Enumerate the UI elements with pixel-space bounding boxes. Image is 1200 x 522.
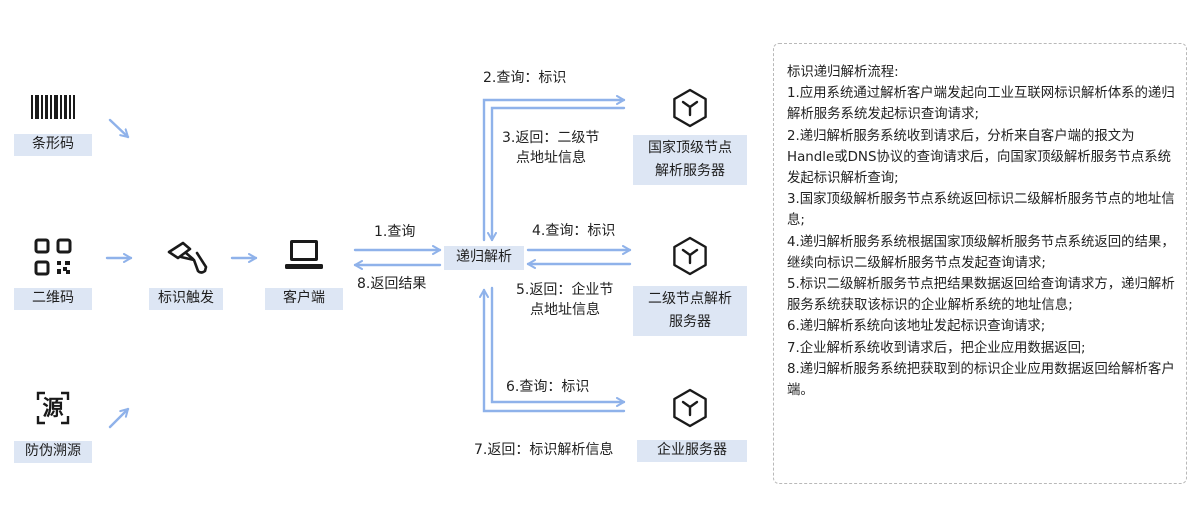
national-top-node-label: 国家顶级节点 解析服务器 [633, 135, 747, 185]
arrow-step2 [482, 95, 626, 242]
arrow-trace-to-trigger [108, 407, 130, 429]
arrow-step3 [487, 106, 626, 242]
edge-label-step6: 6.查询：标识 [506, 379, 590, 395]
scanner-icon [167, 241, 208, 274]
barcode-icon [31, 95, 75, 119]
trigger-label: 标识触发 [149, 288, 223, 310]
secondary-node-label: 二级节点解析 服务器 [633, 286, 747, 336]
enterprise-server-label: 企业服务器 [637, 440, 747, 462]
process-step-6: 6.递归解析系统向该地址发起标识查询请求; [787, 319, 1046, 335]
edge-label-step8: 8.返回结果 [357, 276, 427, 292]
process-step-8: 8.递归解析服务系统把获取到的标识企业应用数据返回给解析客户端。 [787, 361, 1175, 399]
edge-label-step3: 3.返回：二级节 点地址信息 [502, 128, 599, 168]
process-step-7: 7.企业解析系统收到请求后，把企业应用数据返回; [787, 340, 1086, 356]
edge-label-step2: 2.查询：标识 [483, 70, 567, 86]
laptop-icon [285, 240, 323, 269]
client-label: 客户端 [265, 288, 343, 310]
edge-label-step1: 1.查询 [374, 224, 416, 240]
arrow-step6 [490, 286, 626, 407]
process-step-4: 4.递归解析服务系统根据国家顶级解析服务节点系统返回的结果，继续向标识二级解析服… [787, 234, 1175, 271]
edge-label-step5: 5.返回：企业节 点地址信息 [516, 280, 613, 320]
arrow-step7 [479, 288, 626, 413]
process-description-text: 标识递归解析流程: 1.应用系统通过解析客户端发起向工业互联网标识解析体系的递归… [787, 62, 1175, 401]
process-step-2: 2.递归解析服务系统收到请求后，分析来自客户端的报文为Handle或DNS协议的… [787, 128, 1172, 187]
arrow-barcode-to-trigger [108, 118, 130, 139]
edge-label-step3-line2: 点地址信息 [516, 150, 586, 166]
national-top-node-label-line1: 国家顶级节点 [648, 140, 732, 156]
traceability-label: 防伪溯源 [14, 441, 92, 463]
secondary-node-label-line2: 服务器 [669, 314, 711, 330]
qrcode-icon [34, 238, 72, 276]
qrcode-label: 二维码 [14, 288, 92, 310]
edge-label-step3-line1: 3.返回：二级节 [502, 130, 600, 146]
national-node-cube-icon [673, 88, 707, 128]
enterprise-node-cube-icon [673, 388, 707, 428]
edge-label-step5-line1: 5.返回：企业节 [516, 282, 614, 298]
edge-label-step5-line2: 点地址信息 [530, 302, 600, 318]
secondary-node-label-line1: 二级节点解析 [648, 291, 732, 307]
process-step-5: 5.标识二级解析服务节点把结果数据返回给查询请求方，递归解析服务系统获取该标识的… [787, 277, 1175, 314]
secondary-node-cube-icon [673, 236, 707, 276]
process-title: 标识递归解析流程: [787, 65, 899, 80]
barcode-label: 条形码 [14, 134, 92, 156]
recursive-resolver-label: 递归解析 [444, 246, 524, 270]
edge-label-step7: 7.返回：标识解析信息 [474, 442, 614, 458]
edge-label-step4: 4.查询：标识 [532, 223, 616, 239]
national-top-node-label-line2: 解析服务器 [655, 163, 725, 179]
process-step-3: 3.国家顶级解析服务节点系统返回标识二级解析服务节点的地址信息; [787, 192, 1175, 229]
process-description-panel [773, 43, 1187, 484]
trace-stamp-glyph: 源 [42, 396, 64, 420]
process-step-1: 1.应用系统通过解析客户端发起向工业互联网标识解析体系的递归解析服务系统发起标识… [787, 86, 1175, 123]
trace-stamp-icon: 源 [36, 391, 70, 425]
